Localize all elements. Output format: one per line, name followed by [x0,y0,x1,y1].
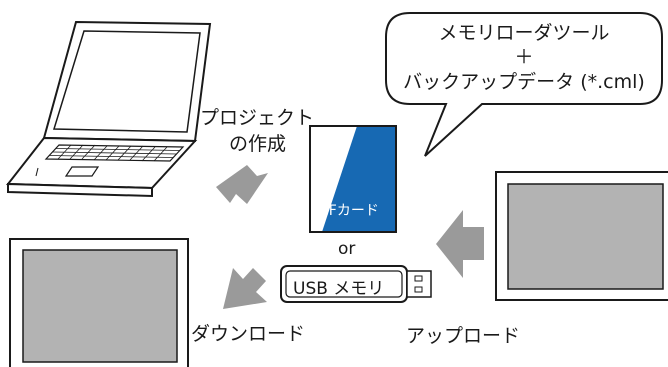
or-label: or [338,239,356,259]
upload-label: アップロード [406,325,521,347]
create-project-label-line1: プロジェクト [200,107,315,129]
cf-card-label: CFカード [319,203,379,219]
download-arrow-icon [223,268,267,309]
arrow-to-laptop-icon [216,165,268,204]
callout-bubble [385,12,663,157]
display-panel-icon [9,238,189,367]
usb-memory-label: USB メモリ [293,279,385,299]
cf-card-icon [309,125,397,233]
display-panel-icon [495,171,668,301]
create-project-label-line2: の作成 [229,133,287,155]
download-label: ダウンロード [191,323,306,345]
callout-line-plus: ＋ [514,46,534,68]
callout-line-backup: バックアップデータ (*.cml) [403,71,645,93]
usb-stick-icon [280,265,432,303]
upload-arrow-icon [436,210,484,278]
laptop-icon [5,20,212,198]
callout-line-tool: メモリローダツール [438,22,610,44]
